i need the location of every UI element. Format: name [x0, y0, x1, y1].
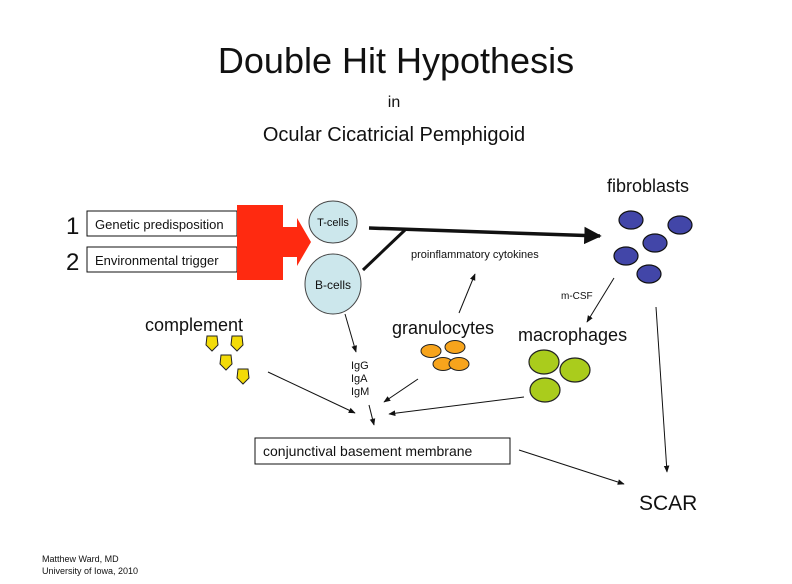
antibody-igg: IgG [351, 360, 369, 372]
antibody-to-membrane-arrow [368, 404, 376, 426]
hit-number-1: 1 [66, 213, 79, 240]
cytokines-label: proinflammatory cytokines [411, 249, 539, 261]
complement-to-membrane-arrow [267, 371, 356, 414]
fibroblast-cell [667, 215, 693, 235]
lymphocyte-to-fibroblast-arrow [368, 226, 602, 245]
macrophage-cell [529, 377, 561, 403]
fibroblast-to-scar-arrow [655, 306, 670, 473]
fibroblast-cell [618, 210, 644, 230]
macrophage-to-membrane-arrow [388, 396, 525, 416]
granulocyte-to-cytokines-arrow [458, 273, 476, 314]
complement-protein [236, 368, 250, 385]
b-cells-label: B-cells [315, 278, 351, 292]
hit-label-environmental: Environmental trigger [95, 253, 219, 268]
credit-author: Matthew Ward, MD [42, 554, 119, 564]
granulocyte-cell [448, 357, 470, 371]
antibody-igm: IgM [351, 386, 369, 398]
credit-affiliation: University of Iowa, 2010 [42, 566, 138, 576]
b-cell-to-antibody-arrow [344, 313, 357, 353]
title-connector: in [388, 94, 400, 111]
membrane-label: conjunctival basement membrane [263, 443, 473, 459]
fibroblasts-label: fibroblasts [607, 176, 689, 196]
complement-label: complement [145, 315, 243, 335]
membrane-to-scar-arrow [518, 449, 625, 485]
macrophage-cluster [528, 349, 591, 403]
complement-protein [219, 354, 233, 371]
fibroblast-cell [636, 264, 662, 284]
granulocyte-cell [444, 340, 466, 354]
macrophages-label: macrophages [518, 325, 627, 345]
mcsf-label: m-CSF [561, 291, 593, 302]
hit-box-genetic [86, 210, 238, 237]
t-cells-node [308, 200, 358, 244]
mcsf-arrow [586, 277, 615, 323]
complement-cluster [205, 335, 250, 385]
combined-hit-arrow [237, 205, 311, 280]
diagram-title: Double Hit Hypothesis [218, 40, 574, 81]
granulocyte-cluster [420, 340, 470, 371]
scar-label: SCAR [639, 492, 697, 515]
complement-protein [230, 335, 244, 352]
b-cell-junction-line [361, 228, 407, 272]
granulocyte-to-membrane-arrow [383, 378, 419, 403]
complement-protein [205, 335, 219, 352]
diagram-subtitle: Ocular Cicatricial Pemphigoid [263, 124, 525, 146]
t-cells-label: T-cells [317, 217, 349, 229]
membrane-box [254, 437, 511, 465]
b-cells-node [304, 253, 362, 315]
macrophage-cell [528, 349, 560, 375]
antibody-iga: IgA [351, 373, 368, 385]
macrophage-cell [559, 357, 591, 383]
hit-number-2: 2 [66, 249, 79, 276]
fibroblast-cluster [613, 210, 693, 284]
fibroblast-cell [642, 233, 668, 253]
granulocyte-cell [420, 344, 442, 358]
hit-box-environmental [86, 246, 238, 273]
fibroblast-cell [613, 246, 639, 266]
hit-label-genetic: Genetic predisposition [95, 217, 224, 232]
granulocytes-label: granulocytes [392, 318, 494, 338]
